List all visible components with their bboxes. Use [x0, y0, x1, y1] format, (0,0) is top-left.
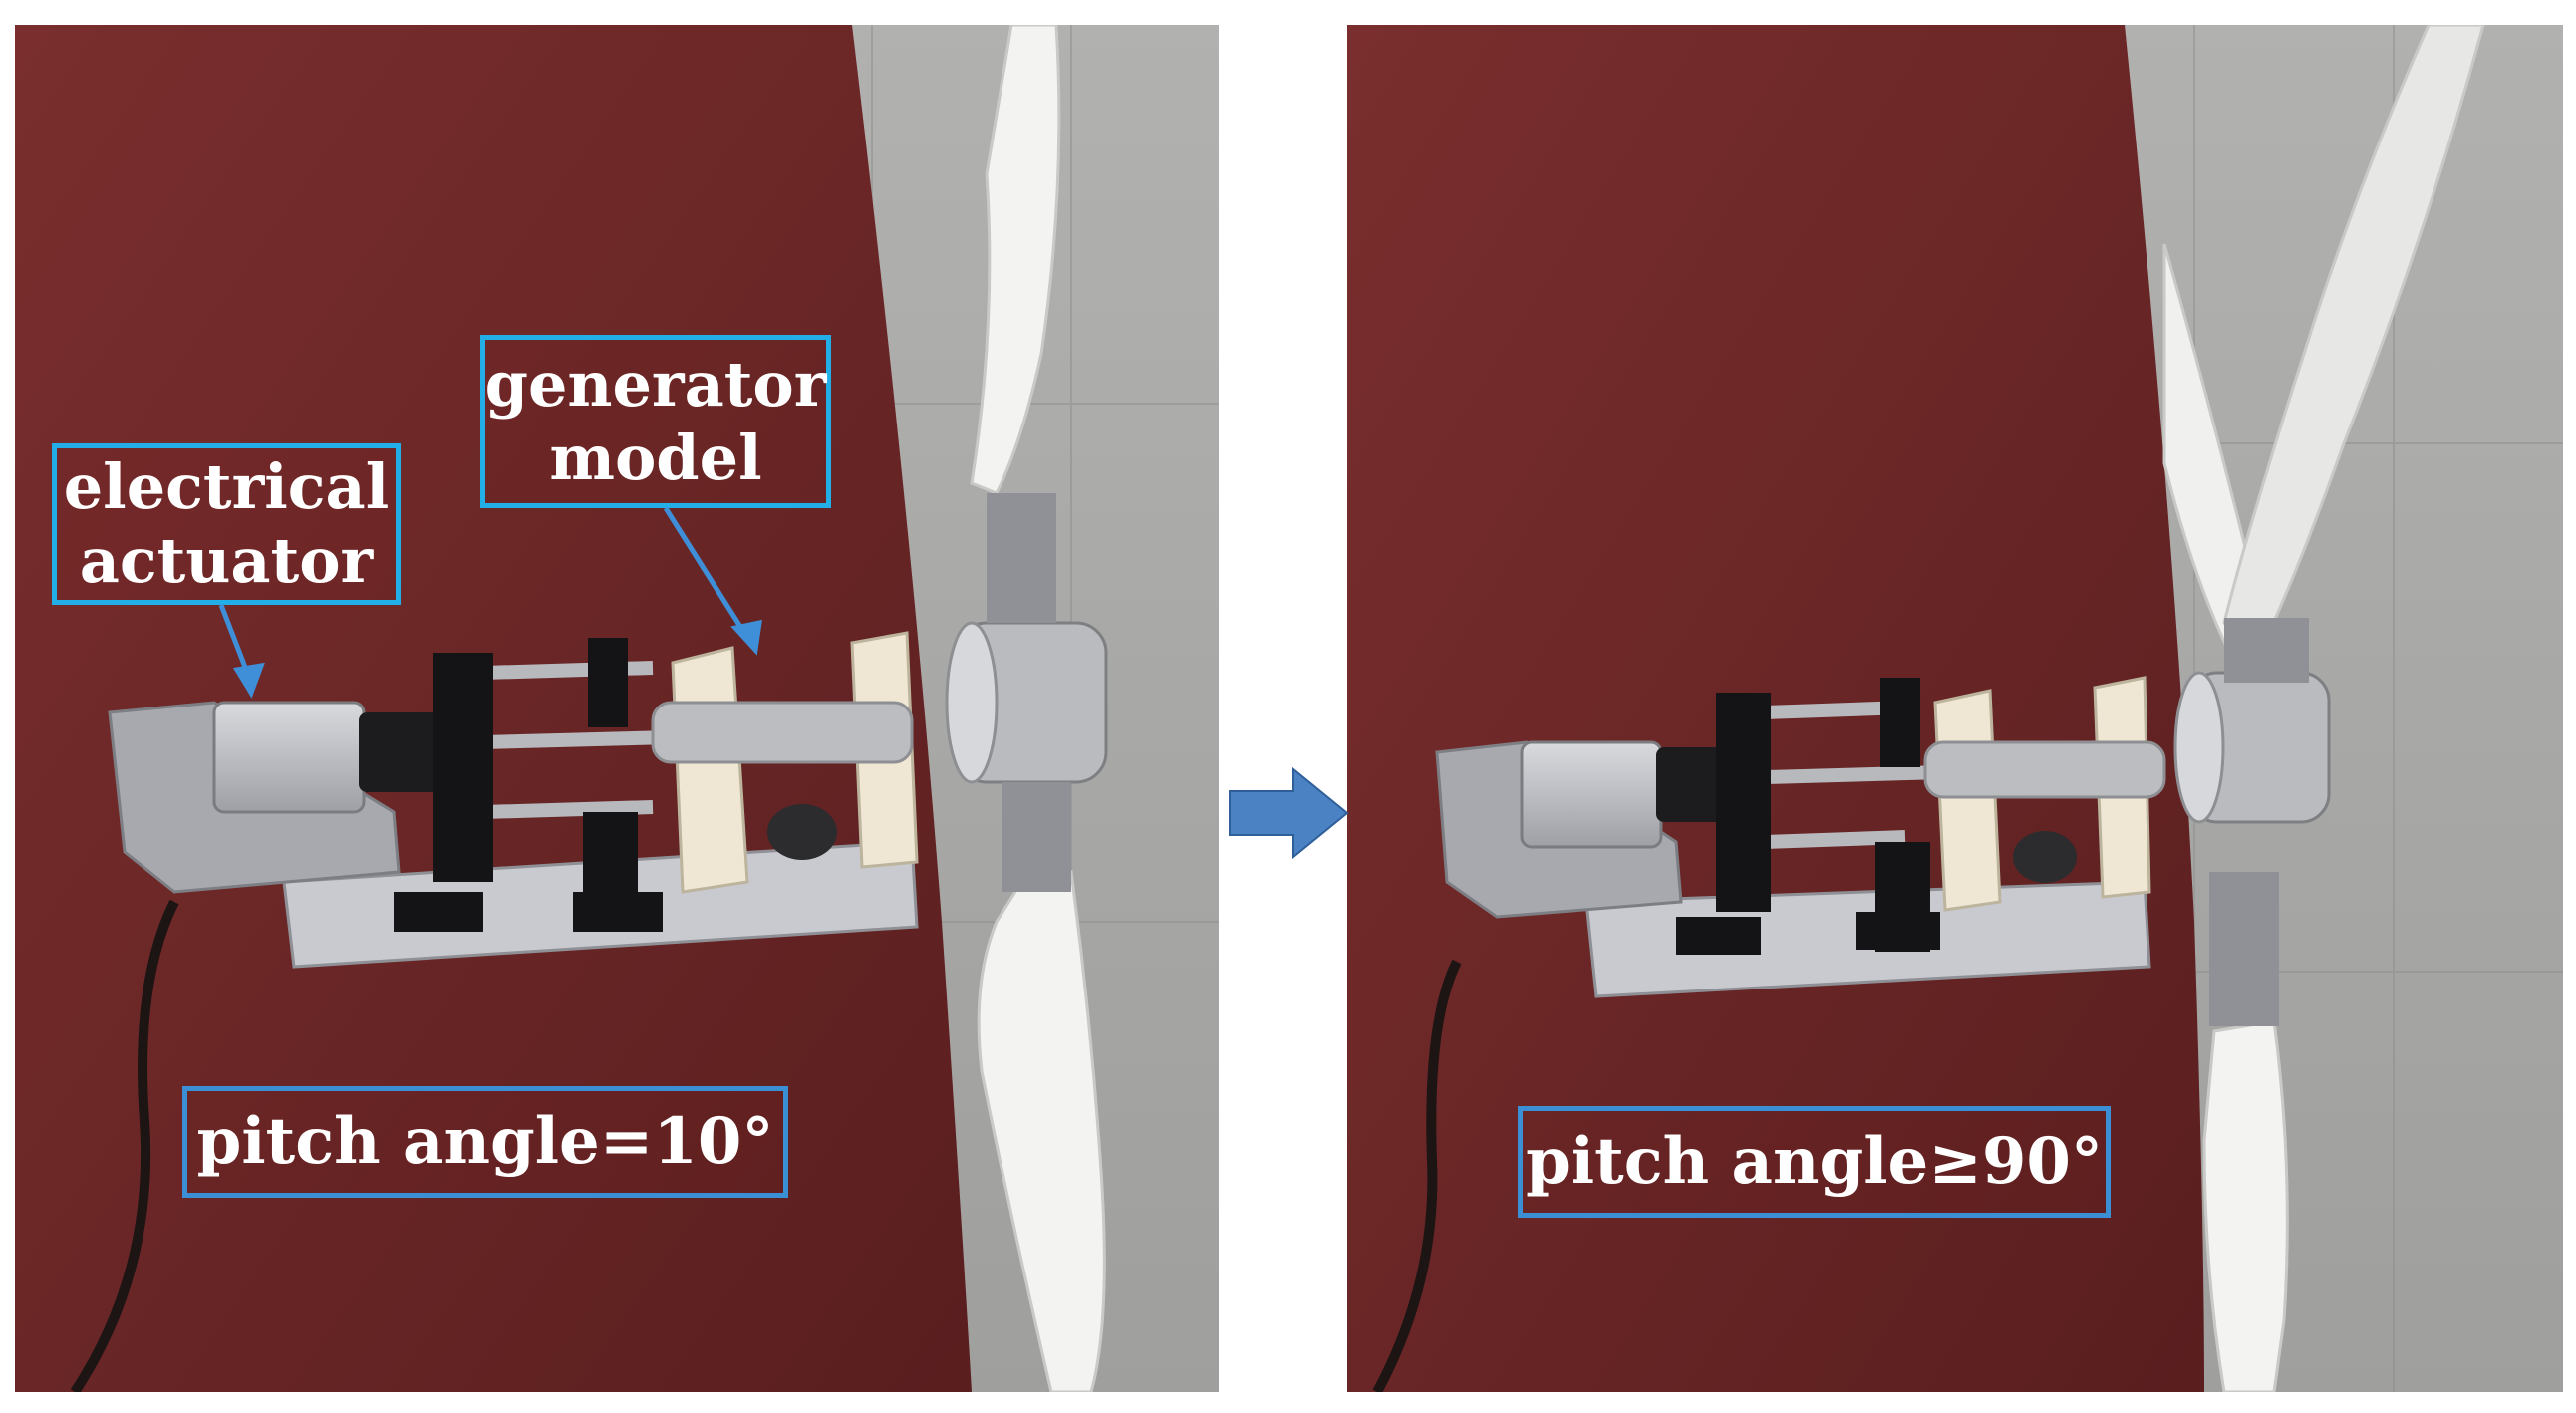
plate-hole — [2013, 831, 2077, 883]
actuator-label-line-1: electrical — [63, 449, 390, 523]
pitch-left-text: pitch angle=10° — [196, 1103, 774, 1179]
electrical-actuator-label: electrical actuator — [52, 443, 401, 605]
blade-bottom — [977, 870, 1106, 1392]
pitch-angle-left-label: pitch angle=10° — [182, 1086, 788, 1198]
hub-flange — [945, 621, 999, 784]
plate-hole — [767, 804, 837, 860]
brackets — [1676, 678, 1940, 955]
right-photo-scene — [1347, 25, 2563, 1392]
pitch-angle-right-label: pitch angle≥90° — [1518, 1106, 2111, 1218]
main-shaft — [651, 701, 914, 764]
blade-root-bottom — [1002, 782, 1071, 892]
hub-flange — [2173, 671, 2225, 824]
brackets — [394, 638, 663, 932]
cable — [1372, 959, 1462, 1392]
blade-bottom — [2202, 1019, 2289, 1392]
blade-root-bottom — [2209, 872, 2279, 1026]
right-photo — [1347, 25, 2563, 1392]
main-shaft — [1923, 740, 2166, 799]
generator-label-line-1: generator — [484, 347, 827, 421]
generator-model-label: generator model — [480, 335, 831, 508]
cable — [70, 899, 179, 1392]
pitch-right-text: pitch angle≥90° — [1526, 1123, 2103, 1199]
blade-root-top — [987, 493, 1056, 623]
actuator-label-line-2: actuator — [79, 524, 374, 597]
left-photo-scene — [15, 25, 1219, 1392]
generator-label-line-2: model — [549, 422, 762, 494]
blade-root-top — [2224, 618, 2309, 683]
actuator-motor — [1520, 740, 1663, 849]
left-photo — [15, 25, 1219, 1392]
transition-arrow-icon — [1229, 767, 1349, 859]
actuator-motor — [212, 701, 366, 814]
blade-top — [970, 25, 1061, 495]
